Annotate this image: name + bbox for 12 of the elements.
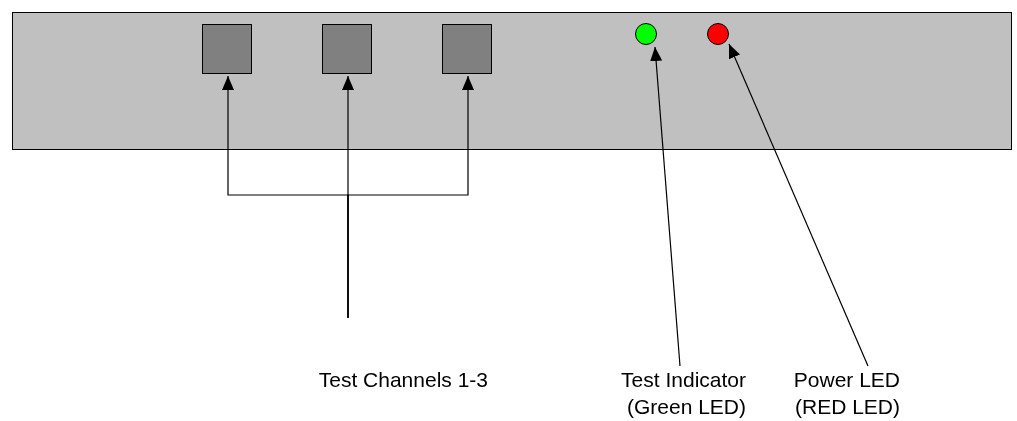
leader-line xyxy=(650,46,681,367)
leader-line xyxy=(347,75,474,319)
led-light xyxy=(707,23,729,45)
channel-socket xyxy=(322,24,372,74)
leader-line xyxy=(728,43,869,367)
callout-label: Test Indicator (Green LED) xyxy=(600,366,746,420)
channel-socket xyxy=(442,24,492,74)
led-light xyxy=(635,23,657,45)
callout-label: Power LED (RED LED) xyxy=(770,366,900,420)
callout-label: Test Channels 1-3 xyxy=(278,366,488,393)
device-panel xyxy=(12,12,1012,150)
channel-socket xyxy=(202,24,252,74)
